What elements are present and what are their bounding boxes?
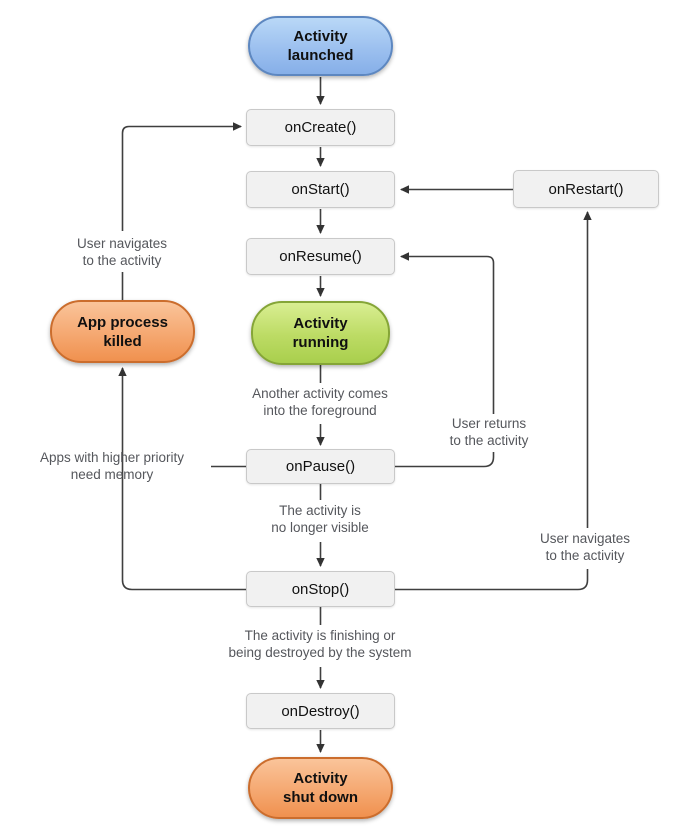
node-onstop: onStop() [246,571,395,607]
annotation-user-navigates-right: User navigates to the activity [539,531,631,563]
edge-onstop-to-onrestart-lower [395,569,589,591]
annotation-another-activity-foreground: Another activity comes into the foregrou… [252,386,388,418]
edge-onpause-to-onresume-lower [395,452,495,468]
edge-killed-to-oncreate [121,122,242,231]
annotation-apps-need-memory: Apps with higher priority need memory [39,450,185,482]
edge-onstop-to-killed [118,367,246,591]
node-activity-running: Activity running [251,301,390,365]
node-app-process-killed: App process killed [50,300,195,363]
annotation-activity-finishing: The activity is finishing or being destr… [228,628,412,660]
node-oncreate: onCreate() [246,109,395,146]
node-ondestroy: onDestroy() [246,693,395,729]
node-onpause: onPause() [246,449,395,484]
edge-onpause-to-onresume-upper [400,252,495,414]
node-activity-shut-down: Activity shut down [248,757,393,819]
node-onresume: onResume() [246,238,395,275]
annotation-user-returns: User returns to the activity [449,416,529,448]
annotation-no-longer-visible: The activity is no longer visible [271,503,369,535]
node-activity-launched: Activity launched [248,16,393,76]
node-onrestart: onRestart() [513,170,659,208]
annotation-user-navigates-left: User navigates to the activity [76,236,168,268]
node-onstart: onStart() [246,171,395,208]
